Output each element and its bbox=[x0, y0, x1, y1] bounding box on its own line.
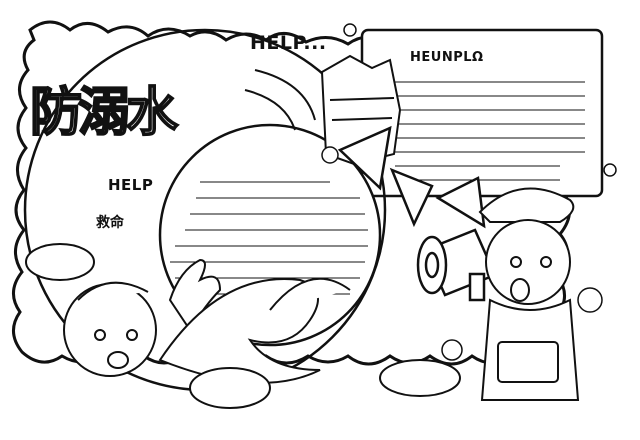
bubble-decorations bbox=[321, 23, 617, 361]
note-card-right bbox=[360, 28, 604, 198]
drowning-child bbox=[63, 258, 222, 377]
rescue-sign: 救命 bbox=[96, 215, 124, 231]
poster-title: 防溺水 bbox=[29, 82, 179, 144]
help-heading-top: HELP... bbox=[250, 32, 327, 54]
warning-sign-icon bbox=[337, 125, 486, 229]
wave-icon bbox=[158, 277, 351, 384]
lifeguard-child bbox=[478, 187, 580, 401]
help-heading-middle: HELP bbox=[108, 176, 154, 194]
help-heading-right: HEUNPLΩ bbox=[410, 50, 484, 65]
megaphone-icon bbox=[416, 228, 497, 302]
lotus-leaf-icon bbox=[25, 243, 461, 409]
